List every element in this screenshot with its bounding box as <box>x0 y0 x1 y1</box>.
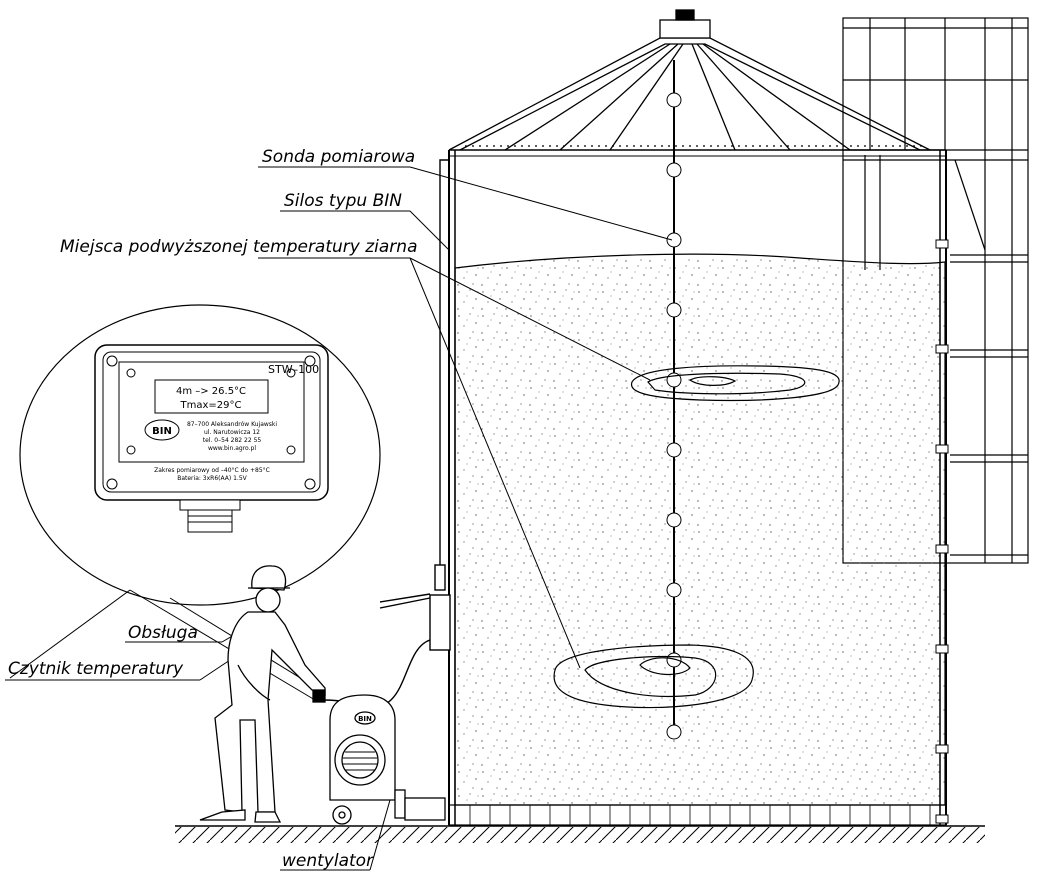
label-hotspots: Miejsca podwyższonej temperatury ziarna <box>60 237 418 257</box>
operator-figure <box>199 565 326 823</box>
device-range: Zakres pomiarowy od –40°C do +85°C <box>154 467 270 474</box>
silo-body <box>448 149 949 826</box>
temperature-reader-device <box>94 344 329 533</box>
label-operator: Obsługa <box>128 623 198 643</box>
label-probe: Sonda pomiarowa <box>262 147 415 167</box>
sensor-cable <box>321 159 451 708</box>
device-web: www.bin.agro.pl <box>208 445 256 452</box>
device-battery: Bateria: 3xR6(AA) 1.5V <box>177 475 247 482</box>
fan-logo: BIN <box>358 715 372 723</box>
ground <box>175 825 985 843</box>
label-reader: Czytnik temperatury <box>8 659 184 679</box>
device-tmax: Tmax=29°C <box>180 400 242 411</box>
device-address1: 87–700 Aleksandrów Kujawski <box>187 421 277 428</box>
hot-spot-lower <box>553 644 754 709</box>
device-logo: BIN <box>152 426 172 437</box>
fan-unit <box>329 694 446 825</box>
device-reading: 4m –> 26.5°C <box>176 386 246 397</box>
measuring-probe <box>666 60 682 740</box>
label-fan: wentylator <box>282 851 374 871</box>
hot-spot-upper <box>630 365 840 402</box>
device-model: STW–100 <box>268 363 319 376</box>
label-silo: Silos typu BIN <box>284 191 402 211</box>
leader-lines <box>5 166 673 871</box>
silo-roof <box>448 9 931 151</box>
device-phone: tel. 0–54 282 22 55 <box>203 437 262 444</box>
device-address2: ul. Narutowicza 12 <box>204 429 260 436</box>
